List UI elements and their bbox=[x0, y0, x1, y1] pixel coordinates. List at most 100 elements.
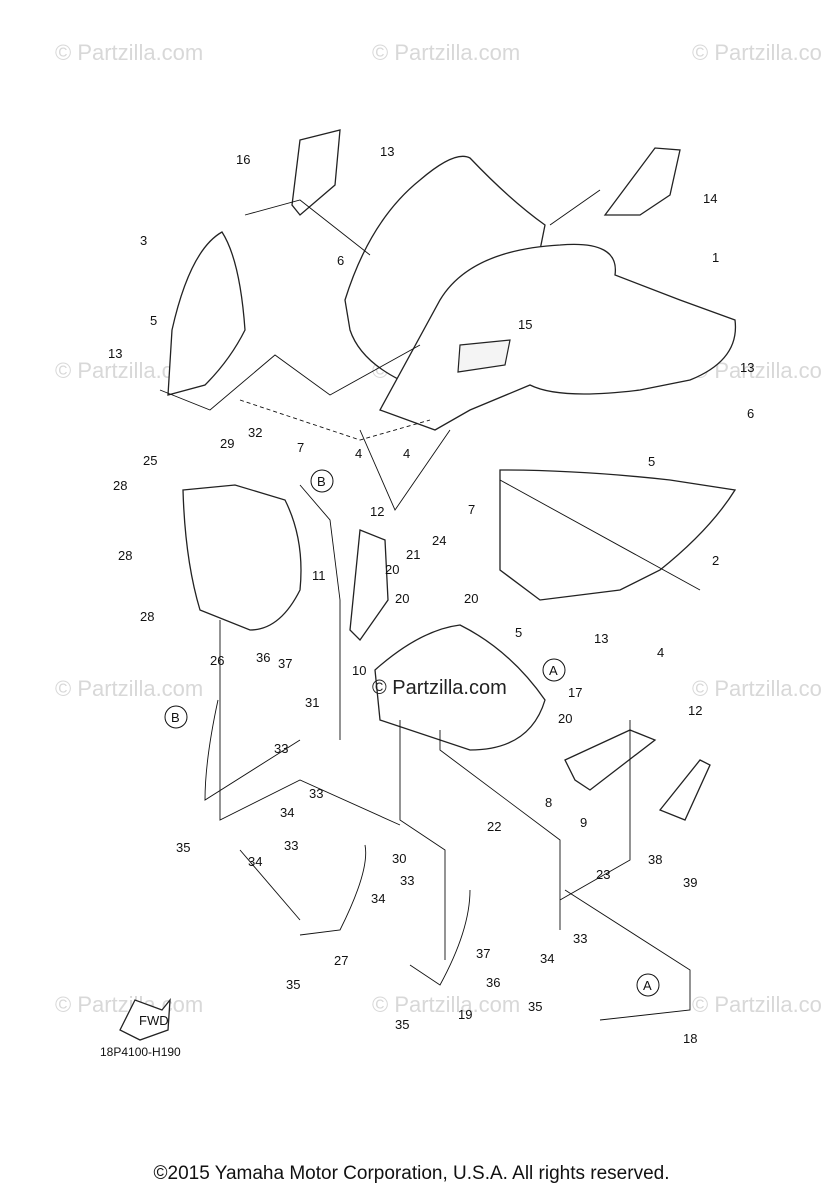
part-15-plate bbox=[457, 339, 511, 373]
callout: 4 bbox=[403, 446, 410, 461]
part-17-guard bbox=[374, 624, 546, 751]
callout: 27 bbox=[334, 953, 348, 968]
part-front-cowl bbox=[344, 155, 546, 381]
callout: 33 bbox=[274, 741, 288, 756]
marker-circle bbox=[542, 658, 566, 682]
callout: 28 bbox=[113, 478, 127, 493]
callout: 34 bbox=[248, 854, 262, 869]
callout: 30 bbox=[392, 851, 406, 866]
watermark: © Partzilla.com bbox=[55, 676, 203, 701]
watermark: © Partzilla.com bbox=[692, 676, 823, 701]
callout: 22 bbox=[487, 819, 501, 834]
part-18-rod bbox=[564, 889, 691, 1021]
diagram-code: 18P4100-H190 bbox=[100, 1045, 181, 1059]
marker-circle bbox=[636, 973, 660, 997]
fwd-arrow-icon bbox=[119, 997, 171, 1041]
callout: 10 bbox=[352, 663, 366, 678]
part-3-side-cover bbox=[167, 231, 246, 396]
callout: 5 bbox=[150, 313, 157, 328]
watermark: © Partzilla.com bbox=[692, 40, 823, 65]
callout: 19 bbox=[458, 1007, 472, 1022]
callout: 5 bbox=[515, 625, 522, 640]
callout: 13 bbox=[108, 346, 122, 361]
callouts: 1 2 3 4 4 4 5 5 5 6 6 7 7 8 9 10 11 12 1… bbox=[108, 144, 754, 1046]
callout: 3 bbox=[140, 233, 147, 248]
assembly-lines bbox=[159, 189, 701, 960]
callout: 4 bbox=[355, 446, 362, 461]
marker-circle bbox=[310, 469, 334, 493]
marker-circle bbox=[164, 705, 188, 729]
callout: 37 bbox=[278, 656, 292, 671]
callout: 7 bbox=[297, 440, 304, 455]
callout: 34 bbox=[371, 891, 385, 906]
fwd-label: FWD bbox=[139, 1013, 169, 1028]
callout: 37 bbox=[476, 946, 490, 961]
callout: 12 bbox=[688, 703, 702, 718]
watermark: © Partzilla.com bbox=[372, 40, 520, 65]
callout: 23 bbox=[596, 867, 610, 882]
callout: 31 bbox=[305, 695, 319, 710]
callout: 20 bbox=[558, 711, 572, 726]
callout: 4 bbox=[657, 645, 664, 660]
marker-label: A bbox=[643, 978, 652, 993]
callout: 6 bbox=[337, 253, 344, 268]
callout: 24 bbox=[432, 533, 446, 548]
callout: 12 bbox=[370, 504, 384, 519]
part-outlines: FWD bbox=[119, 129, 737, 1041]
callout: 35 bbox=[528, 999, 542, 1014]
callout: 29 bbox=[220, 436, 234, 451]
center-watermark: © Partzilla.com bbox=[372, 677, 507, 699]
callout: 9 bbox=[580, 815, 587, 830]
callout: 20 bbox=[385, 562, 399, 577]
markers: B B A A bbox=[164, 469, 660, 997]
callout: 11 bbox=[312, 568, 326, 583]
part-38-stay bbox=[658, 759, 711, 821]
callout: 34 bbox=[280, 805, 294, 820]
callout: 13 bbox=[740, 360, 754, 375]
part-1-fender bbox=[379, 243, 737, 431]
callout: 36 bbox=[256, 650, 270, 665]
callout: 33 bbox=[400, 873, 414, 888]
part-8-stay bbox=[564, 729, 657, 791]
callout: 20 bbox=[395, 591, 409, 606]
callout: 1 bbox=[712, 250, 719, 265]
part-10-bracket bbox=[349, 529, 389, 642]
callout: 38 bbox=[648, 852, 662, 867]
callout: 32 bbox=[248, 425, 262, 440]
callout: 18 bbox=[683, 1031, 697, 1046]
callout: 34 bbox=[540, 951, 554, 966]
part-19-rod bbox=[409, 889, 471, 986]
callout: 14 bbox=[703, 191, 717, 206]
callout: 36 bbox=[486, 975, 500, 990]
callout: 13 bbox=[594, 631, 608, 646]
marker-label: B bbox=[171, 710, 180, 725]
callout: 39 bbox=[683, 875, 697, 890]
callout: 15 bbox=[518, 317, 532, 332]
copyright-notice: ©2015 Yamaha Motor Corporation, U.S.A. A… bbox=[153, 1163, 670, 1184]
marker-label: B bbox=[317, 474, 326, 489]
callout: 16 bbox=[236, 152, 250, 167]
callout: 21 bbox=[406, 547, 420, 562]
callout: 17 bbox=[568, 685, 582, 700]
callout: 5 bbox=[648, 454, 655, 469]
callout: 33 bbox=[309, 786, 323, 801]
callout: 8 bbox=[545, 795, 552, 810]
callout: 33 bbox=[284, 838, 298, 853]
callout: 33 bbox=[573, 931, 587, 946]
callout: 13 bbox=[380, 144, 394, 159]
part-25-panel bbox=[182, 484, 302, 631]
marker-label: A bbox=[549, 663, 558, 678]
part-14-decal bbox=[603, 147, 681, 216]
part-2-side-fender bbox=[499, 469, 737, 601]
callout: 25 bbox=[143, 453, 157, 468]
watermark: © Partzilla.com bbox=[372, 992, 520, 1017]
callout: 35 bbox=[286, 977, 300, 992]
callout: 28 bbox=[118, 548, 132, 563]
callout: 7 bbox=[468, 502, 475, 517]
callout: 20 bbox=[464, 591, 478, 606]
part-26-rod bbox=[204, 699, 301, 801]
callout: 35 bbox=[395, 1017, 409, 1032]
callout: 35 bbox=[176, 840, 190, 855]
